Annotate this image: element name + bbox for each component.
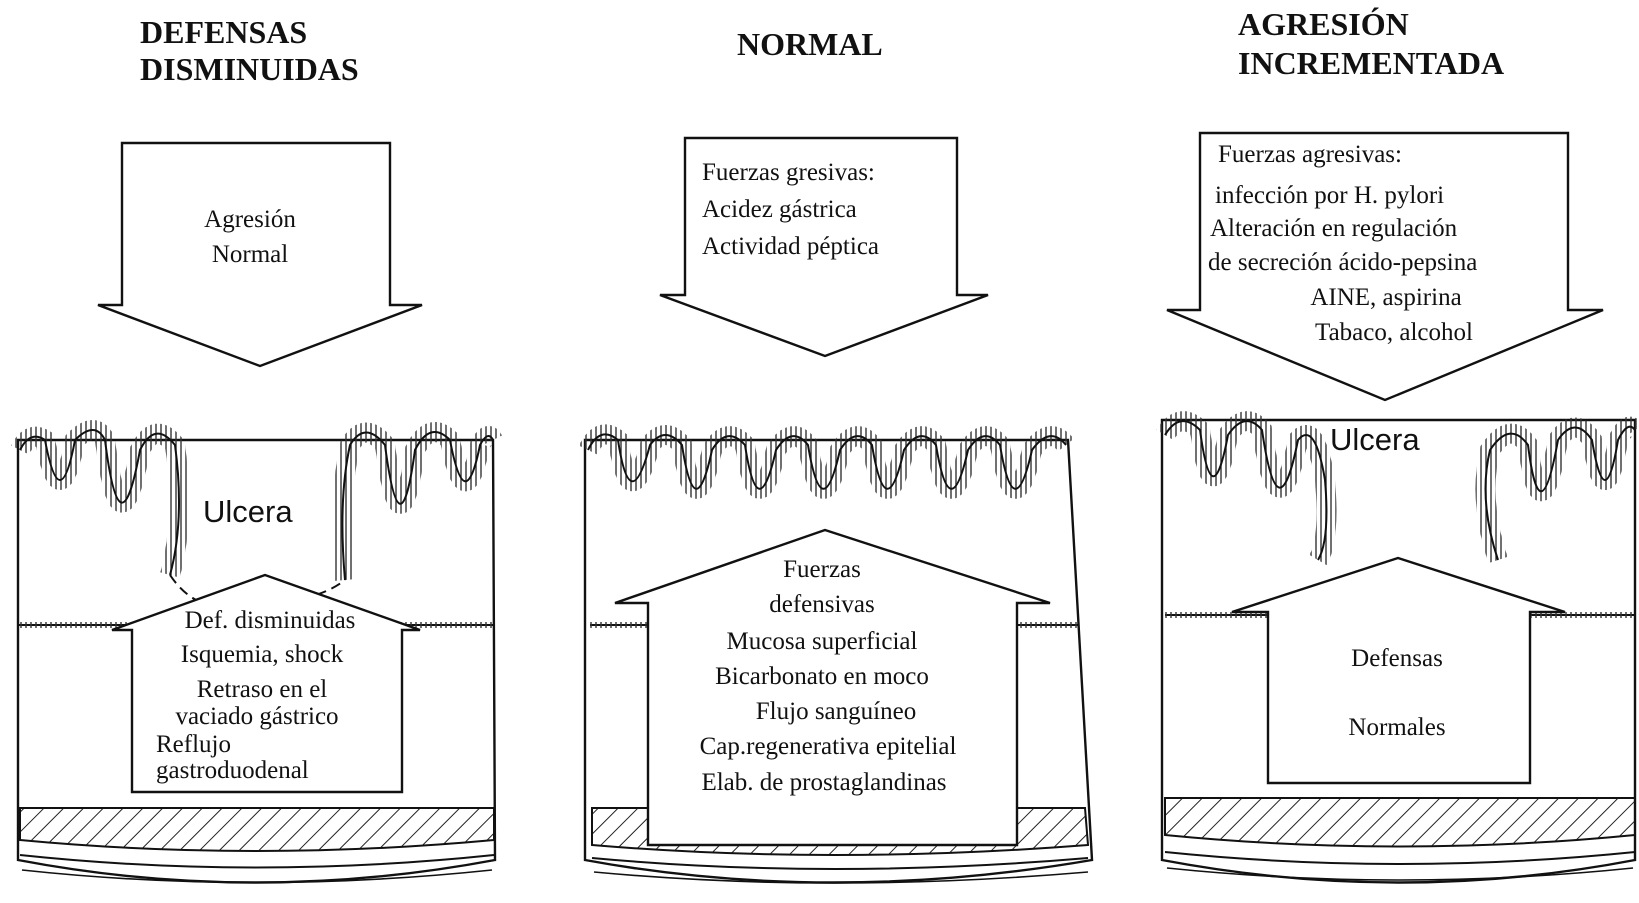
panel-normal: NORMAL Fuerzas gresivas: Acidez gástrica… xyxy=(585,26,1092,883)
aggression-text: AINE, aspirina xyxy=(1310,284,1461,311)
defense-text: Mucosa superficial xyxy=(727,628,918,655)
defense-text: Flujo sanguíneo xyxy=(756,698,916,725)
aggression-text: Tabaco, alcohol xyxy=(1315,319,1473,346)
aggression-text: infección por H. pylori xyxy=(1215,182,1444,209)
defense-text: Isquemia, shock xyxy=(181,641,344,668)
aggression-text: Fuerzas gresivas: xyxy=(702,159,875,186)
aggression-text: Actividad péptica xyxy=(702,233,879,260)
defense-text: Bicarbonato en moco xyxy=(715,663,929,690)
defense-text: Defensas xyxy=(1351,645,1443,672)
defense-text: defensivas xyxy=(769,591,875,618)
defense-text: vaciado gástrico xyxy=(175,703,338,730)
defense-text: Normales xyxy=(1348,714,1445,741)
panel-increased-aggression: AGRESIÓN INCREMENTADA Defensas Normales … xyxy=(1162,6,1635,883)
defense-text: Cap.regenerativa epitelial xyxy=(700,733,957,760)
panel-header-line-1: DEFENSAS xyxy=(140,14,307,50)
panel-header-line-2: DISMINUIDAS xyxy=(140,51,359,87)
aggression-text: Alteración en regulación xyxy=(1210,215,1458,242)
aggression-text: Agresión xyxy=(204,206,296,233)
panel-header-line-2: INCREMENTADA xyxy=(1238,45,1504,81)
defense-text: Elab. de prostaglandinas xyxy=(701,769,946,796)
defense-text: Reflujo xyxy=(156,731,231,758)
defense-text: gastroduodenal xyxy=(156,757,309,784)
aggression-text: de secreción ácido-pepsina xyxy=(1208,249,1477,276)
panel-header-line-1: AGRESIÓN xyxy=(1238,6,1409,42)
aggression-text: Normal xyxy=(212,241,288,268)
aggression-text: Fuerzas agresivas: xyxy=(1218,141,1402,168)
aggression-text: Acidez gástrica xyxy=(702,196,857,223)
panel-decreased-defenses: DEFENSAS DISMINUIDAS Agresión Normal Ulc… xyxy=(18,14,495,883)
defense-text: Fuerzas xyxy=(783,556,861,583)
defense-text: Def. disminuidas xyxy=(185,607,356,634)
ulcer-label: Ulcera xyxy=(1330,422,1420,457)
panel-header: NORMAL xyxy=(737,26,883,62)
defense-text: Retraso en el xyxy=(197,676,328,703)
ulcer-label: Ulcera xyxy=(203,494,293,529)
